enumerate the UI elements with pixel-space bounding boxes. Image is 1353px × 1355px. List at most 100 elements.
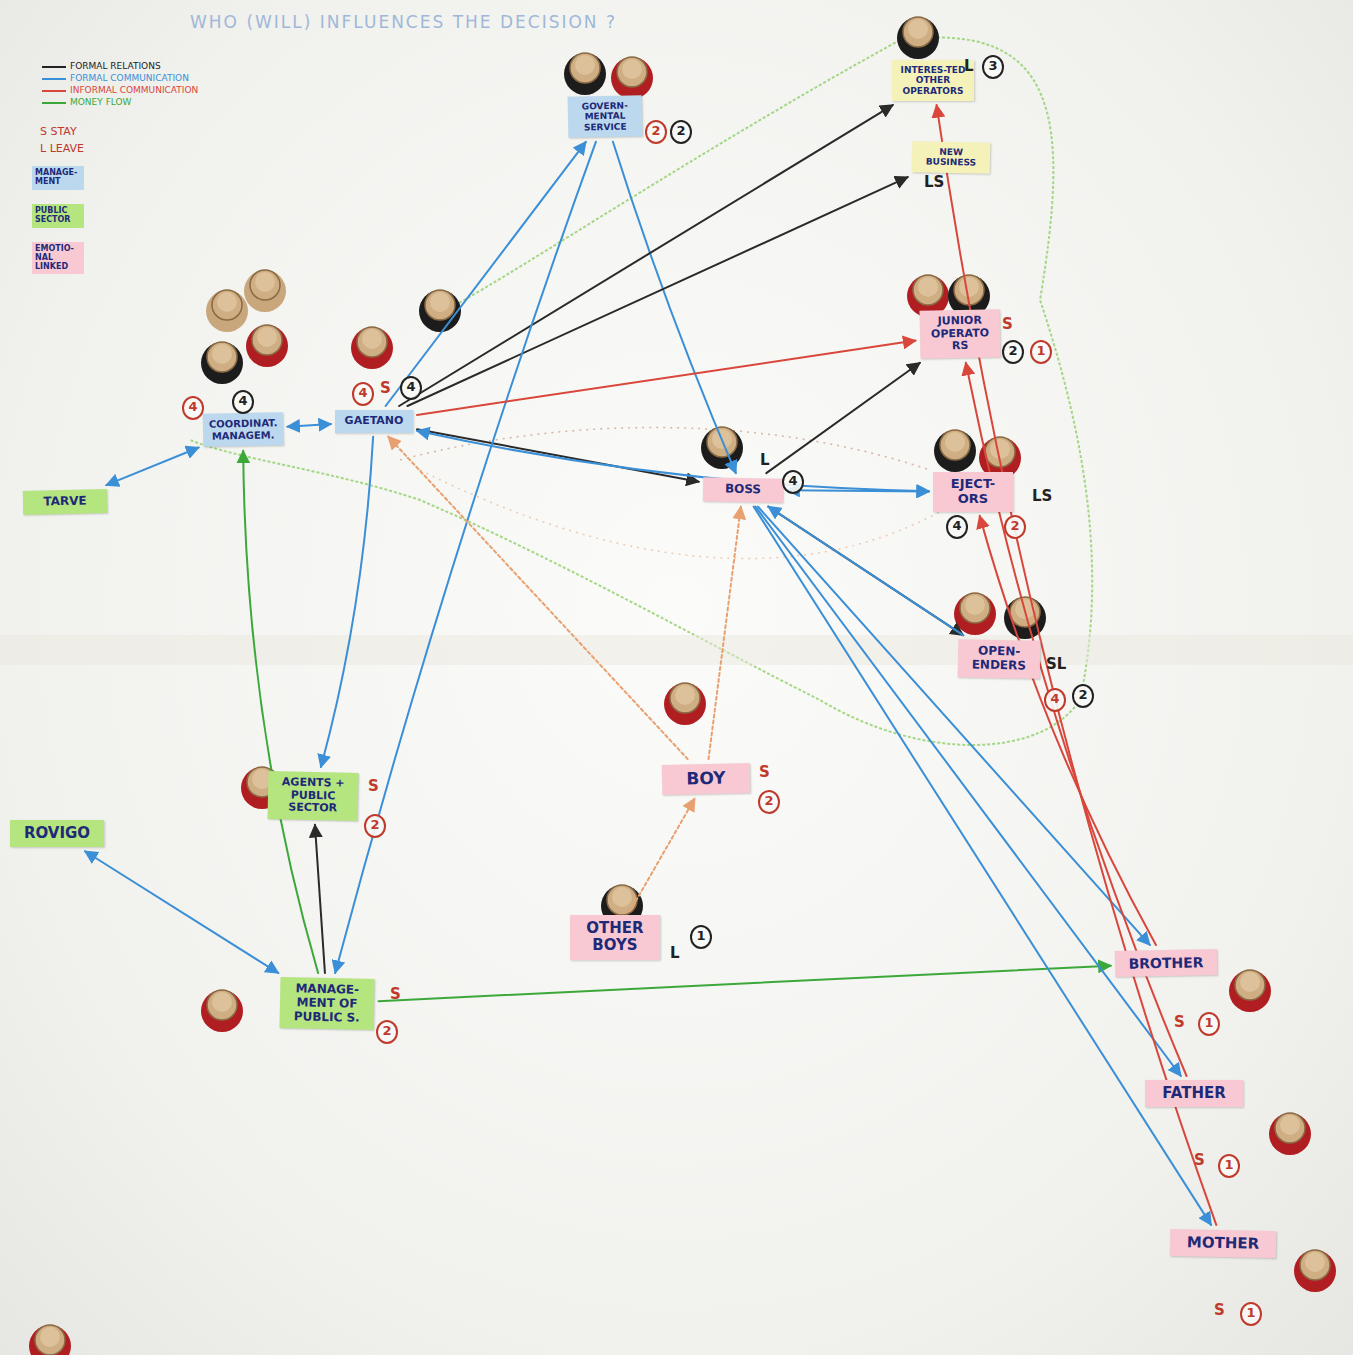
stay-leave-mark: S bbox=[378, 380, 393, 397]
stay-leave-mark: LS bbox=[1030, 488, 1054, 505]
note-text: NEW BUSINESS bbox=[918, 146, 984, 168]
cork-top bbox=[959, 277, 979, 297]
note-text: BROTHER bbox=[1121, 954, 1211, 972]
cork-top bbox=[612, 887, 632, 907]
legend-swatch: PUBLIC SECTOR bbox=[32, 204, 84, 228]
note-text: COORDINAT. MANAGEM. bbox=[209, 417, 277, 441]
callout-number: 2 bbox=[670, 120, 692, 144]
connector-arrow bbox=[630, 798, 695, 911]
cork bbox=[425, 290, 455, 320]
cork-ring bbox=[201, 990, 243, 1032]
legend-text: FORMAL COMMUNICATION bbox=[70, 74, 189, 83]
sticky-note: GAETANO bbox=[335, 410, 413, 433]
sticky-note: EJECT-ORS bbox=[933, 472, 1013, 512]
cork-ring bbox=[419, 290, 461, 332]
note-text: GAETANO bbox=[341, 415, 407, 428]
sticky-note: GOVERN-MENTAL SERVICE bbox=[568, 95, 643, 138]
callout-number: 2 bbox=[1002, 340, 1024, 364]
callout-number: 2 bbox=[645, 120, 667, 144]
connector-arrow bbox=[243, 451, 318, 973]
cork-ring bbox=[244, 270, 286, 312]
callout-number: 1 bbox=[1240, 1302, 1262, 1326]
cork-top bbox=[990, 439, 1010, 459]
note-text: ROVIGO bbox=[16, 825, 98, 842]
callout-number: 1 bbox=[1198, 1012, 1220, 1036]
note-text: EJECT-ORS bbox=[939, 477, 1007, 507]
connector-arrow bbox=[335, 142, 596, 973]
cork-top bbox=[1280, 1115, 1300, 1135]
cork bbox=[207, 342, 237, 372]
note-text: TARVE bbox=[29, 494, 101, 509]
cork bbox=[357, 327, 387, 357]
callout-number: 4 bbox=[1044, 688, 1066, 712]
connector-arrow bbox=[754, 507, 1211, 1225]
tape-strip bbox=[0, 635, 1353, 665]
callout-number: 1 bbox=[1030, 340, 1052, 364]
cork-ring bbox=[206, 290, 248, 332]
note-text: INTERES-TED OTHER OPERATORS bbox=[898, 65, 968, 96]
legend-text: PUBLIC SECTOR bbox=[35, 206, 71, 224]
note-text: MANAGE-MENT OF PUBLIC S. bbox=[286, 982, 369, 1025]
stay-leave-mark: S bbox=[757, 764, 772, 781]
cork-markers bbox=[29, 17, 1336, 1355]
sticky-note: COORDINAT. MANAGEM. bbox=[203, 412, 284, 447]
cork-ring bbox=[351, 327, 393, 369]
sticky-note: BROTHER bbox=[1115, 949, 1218, 977]
cork bbox=[607, 885, 637, 915]
cork-top bbox=[918, 277, 938, 297]
cork-ring bbox=[701, 427, 743, 469]
sticky-note: BOY bbox=[662, 763, 751, 794]
legend-text: MANAGE-MENT bbox=[35, 168, 77, 186]
connector-arrow bbox=[417, 431, 929, 491]
cork-top bbox=[575, 55, 595, 75]
cork-top bbox=[675, 685, 695, 705]
callout-number: 2 bbox=[376, 1020, 398, 1044]
cork-top bbox=[255, 272, 275, 292]
callout-number: 4 bbox=[782, 470, 804, 494]
stay-leave-mark: S bbox=[1212, 1302, 1227, 1319]
cork bbox=[35, 1325, 65, 1355]
note-text: BOY bbox=[668, 768, 744, 789]
cork-ring bbox=[897, 17, 939, 59]
stay-leave-mark: L bbox=[962, 58, 976, 75]
cork bbox=[252, 325, 282, 355]
sticky-note: JUNIOR OPERATO RS bbox=[920, 309, 1001, 359]
connector-arrow bbox=[758, 507, 1150, 945]
sticky-note: ROVIGO bbox=[10, 820, 104, 847]
stay-leave-mark: S bbox=[1172, 1014, 1187, 1031]
note-text: OPEN-ENDERS bbox=[964, 644, 1035, 673]
sticky-note: AGENTS + PUBLIC SECTOR bbox=[268, 771, 359, 821]
callout-number: 4 bbox=[946, 515, 968, 539]
callout-number: 2 bbox=[1004, 515, 1026, 539]
connector-arrow bbox=[85, 851, 278, 973]
cork bbox=[250, 270, 280, 300]
connector-arrow bbox=[980, 516, 1156, 945]
cork bbox=[212, 290, 242, 320]
connector-arrow bbox=[407, 177, 907, 406]
connector-arrow bbox=[768, 507, 963, 636]
note-text: AGENTS + PUBLIC SECTOR bbox=[274, 776, 353, 816]
connector-arrow bbox=[766, 363, 920, 473]
cork bbox=[940, 430, 970, 460]
stay-leave-mark: S bbox=[1000, 316, 1015, 333]
legend-text: EMOTIO-NAL LINKED bbox=[35, 244, 74, 271]
legend-text: L LEAVE bbox=[40, 143, 84, 154]
cork-ring bbox=[1269, 1113, 1311, 1155]
connector-arrow bbox=[613, 142, 736, 473]
callout-number: 2 bbox=[364, 814, 386, 838]
cork-top bbox=[362, 329, 382, 349]
legend-swatch: MANAGE-MENT bbox=[32, 166, 84, 190]
cork-top bbox=[965, 595, 985, 615]
cork bbox=[670, 683, 700, 713]
cork-top bbox=[945, 432, 965, 452]
cork-top bbox=[40, 1327, 60, 1347]
connector-arrow bbox=[417, 341, 916, 415]
sticky-note: OPEN-ENDERS bbox=[958, 639, 1041, 678]
legend-line-sample bbox=[42, 90, 66, 92]
legend-text: S STAY bbox=[40, 126, 77, 137]
cork bbox=[913, 275, 943, 305]
cork-ring bbox=[246, 325, 288, 367]
cork bbox=[570, 53, 600, 83]
